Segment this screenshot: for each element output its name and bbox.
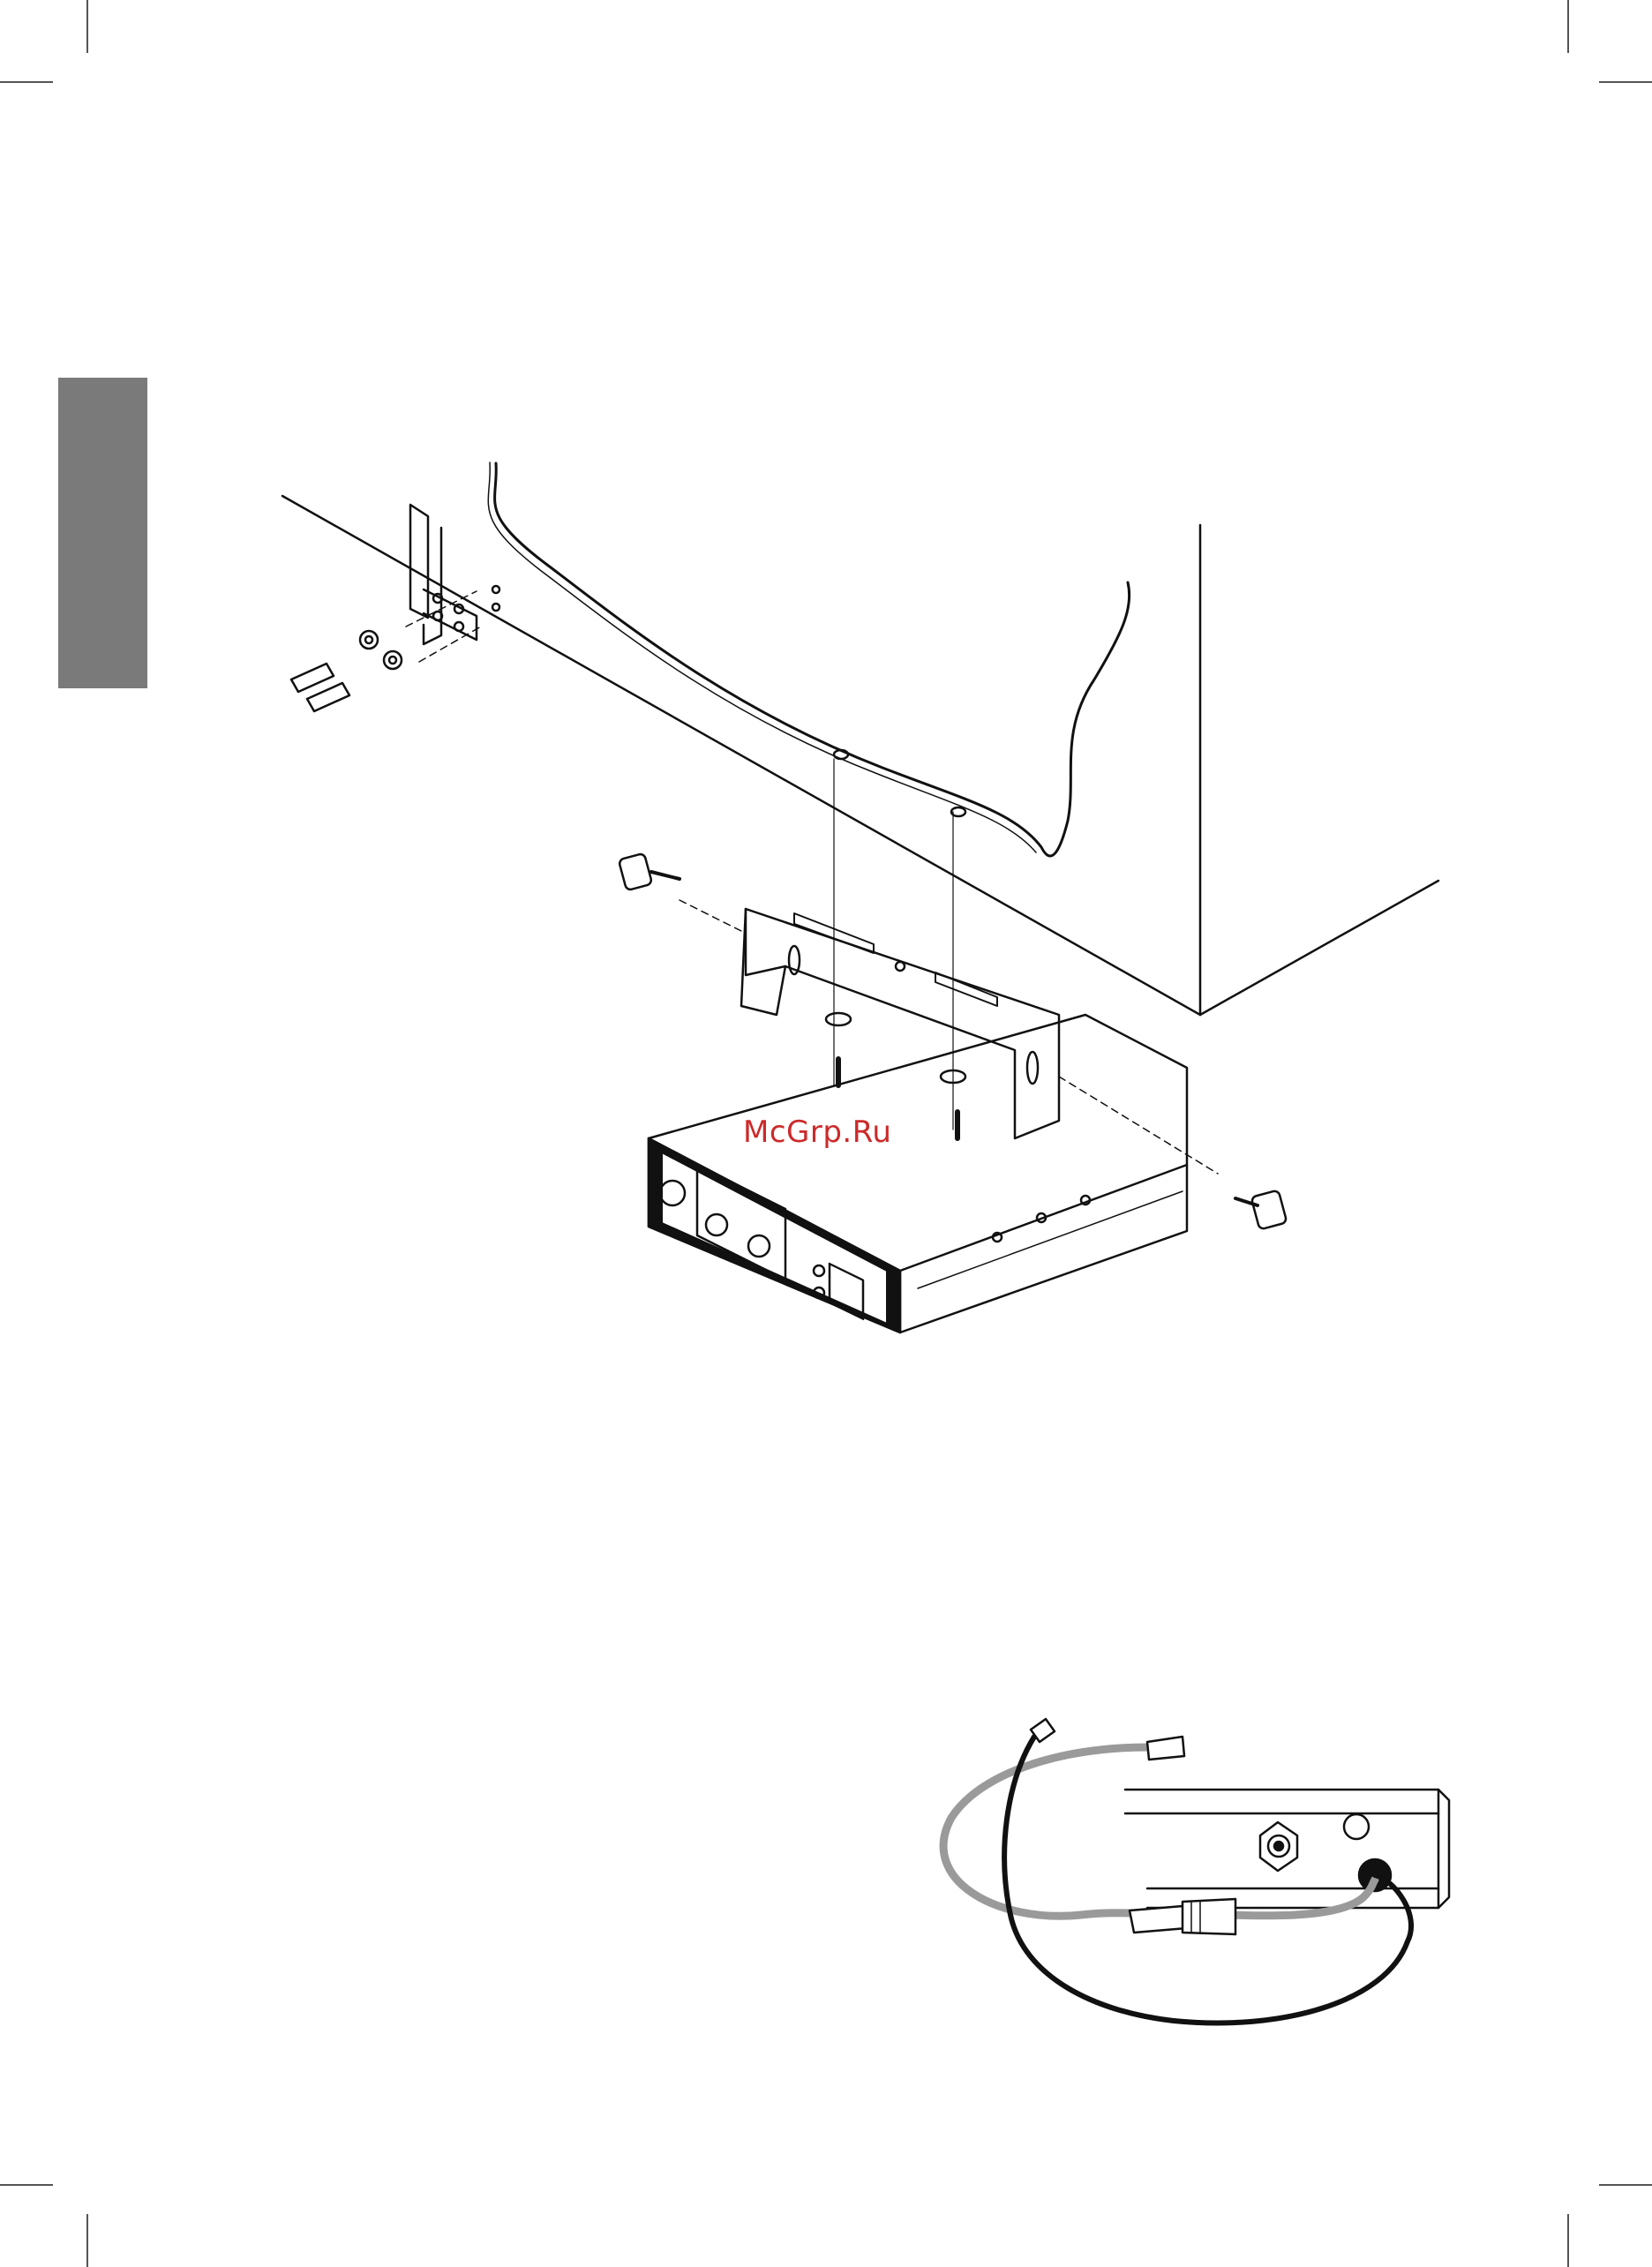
crop-mark [1599,81,1652,83]
crop-mark [0,81,53,83]
crop-mark [0,2184,53,2186]
crop-mark [1567,0,1569,53]
section-tab [58,378,147,688]
crop-mark [1599,2184,1652,2186]
antenna-cable-illustration [927,1712,1474,2083]
crop-mark [86,0,88,53]
bracket-mounting-illustration [265,450,1465,1377]
watermark-text: McGrp.Ru [743,1115,891,1150]
crop-mark [86,2214,88,2267]
crop-mark [1567,2214,1569,2267]
